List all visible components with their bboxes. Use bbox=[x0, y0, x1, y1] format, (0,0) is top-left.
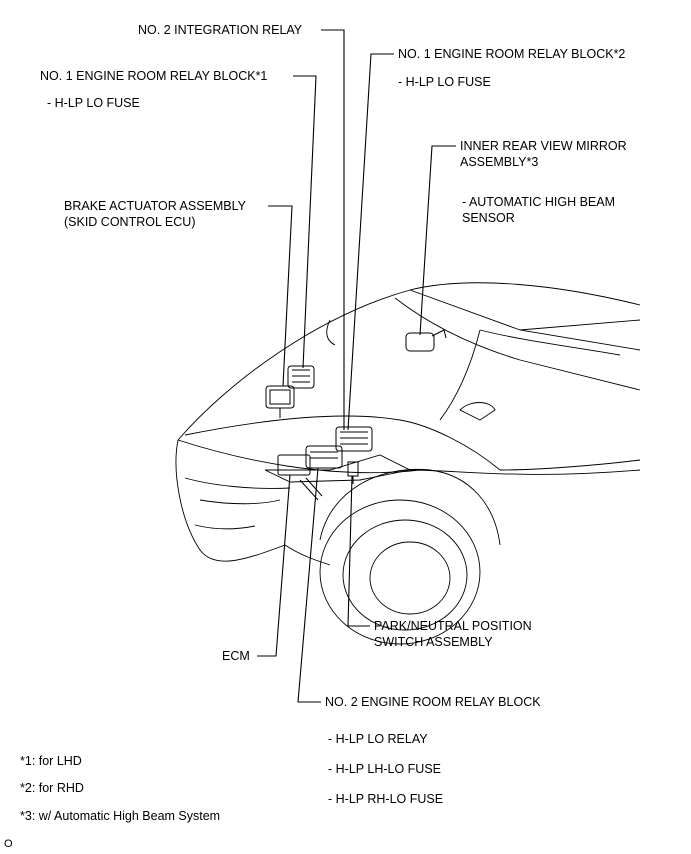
footnote-rhd: *2: for RHD bbox=[20, 781, 84, 795]
park-neutral-switch-shape bbox=[347, 461, 359, 484]
footnote-lhd: *1: for LHD bbox=[20, 754, 82, 768]
relay-block-2-shape bbox=[335, 426, 373, 452]
label-mirror-line2: ASSEMBLY*3 bbox=[460, 155, 539, 169]
label-no2-relay-block: NO. 2 ENGINE ROOM RELAY BLOCK bbox=[325, 695, 541, 709]
label-relay-block-2-sub: - H-LP LO FUSE bbox=[398, 75, 491, 89]
ecm-shape bbox=[277, 454, 323, 501]
label-relay-block-1: NO. 1 ENGINE ROOM RELAY BLOCK*1 bbox=[40, 69, 268, 83]
label-no2-integration-relay: NO. 2 INTEGRATION RELAY bbox=[138, 23, 303, 37]
label-no2-sub1: - H-LP LO RELAY bbox=[328, 732, 428, 746]
label-ecm: ECM bbox=[222, 649, 250, 663]
footnote-high-beam: *3: w/ Automatic High Beam System bbox=[20, 809, 221, 823]
corner-mark: O bbox=[4, 838, 13, 850]
label-no2-sub3: - H-LP RH-LO FUSE bbox=[328, 792, 444, 806]
label-park-line2: SWITCH ASSEMBLY bbox=[374, 635, 493, 649]
label-mirror-line1: INNER REAR VIEW MIRROR bbox=[460, 139, 627, 153]
mirror-sensor-shape bbox=[405, 329, 447, 352]
leader-lines bbox=[257, 29, 456, 703]
car-outline bbox=[175, 282, 641, 645]
relay-block-1-shape bbox=[287, 365, 315, 389]
label-relay-block-2: NO. 1 ENGINE ROOM RELAY BLOCK*2 bbox=[398, 47, 626, 61]
engine-room-relay2-shape bbox=[305, 445, 343, 469]
label-no2-sub2: - H-LP LH-LO FUSE bbox=[328, 762, 441, 776]
label-mirror-sub1: - AUTOMATIC HIGH BEAM bbox=[462, 195, 616, 209]
label-brake-line1: BRAKE ACTUATOR ASSEMBLY bbox=[64, 199, 247, 213]
label-park-line1: PARK/NEUTRAL POSITION bbox=[374, 619, 532, 633]
brake-actuator-shape bbox=[265, 385, 295, 418]
label-relay-block-1-sub: - H-LP LO FUSE bbox=[47, 96, 140, 110]
label-brake-line2: (SKID CONTROL ECU) bbox=[64, 215, 196, 229]
label-mirror-sub2: SENSOR bbox=[462, 211, 515, 225]
